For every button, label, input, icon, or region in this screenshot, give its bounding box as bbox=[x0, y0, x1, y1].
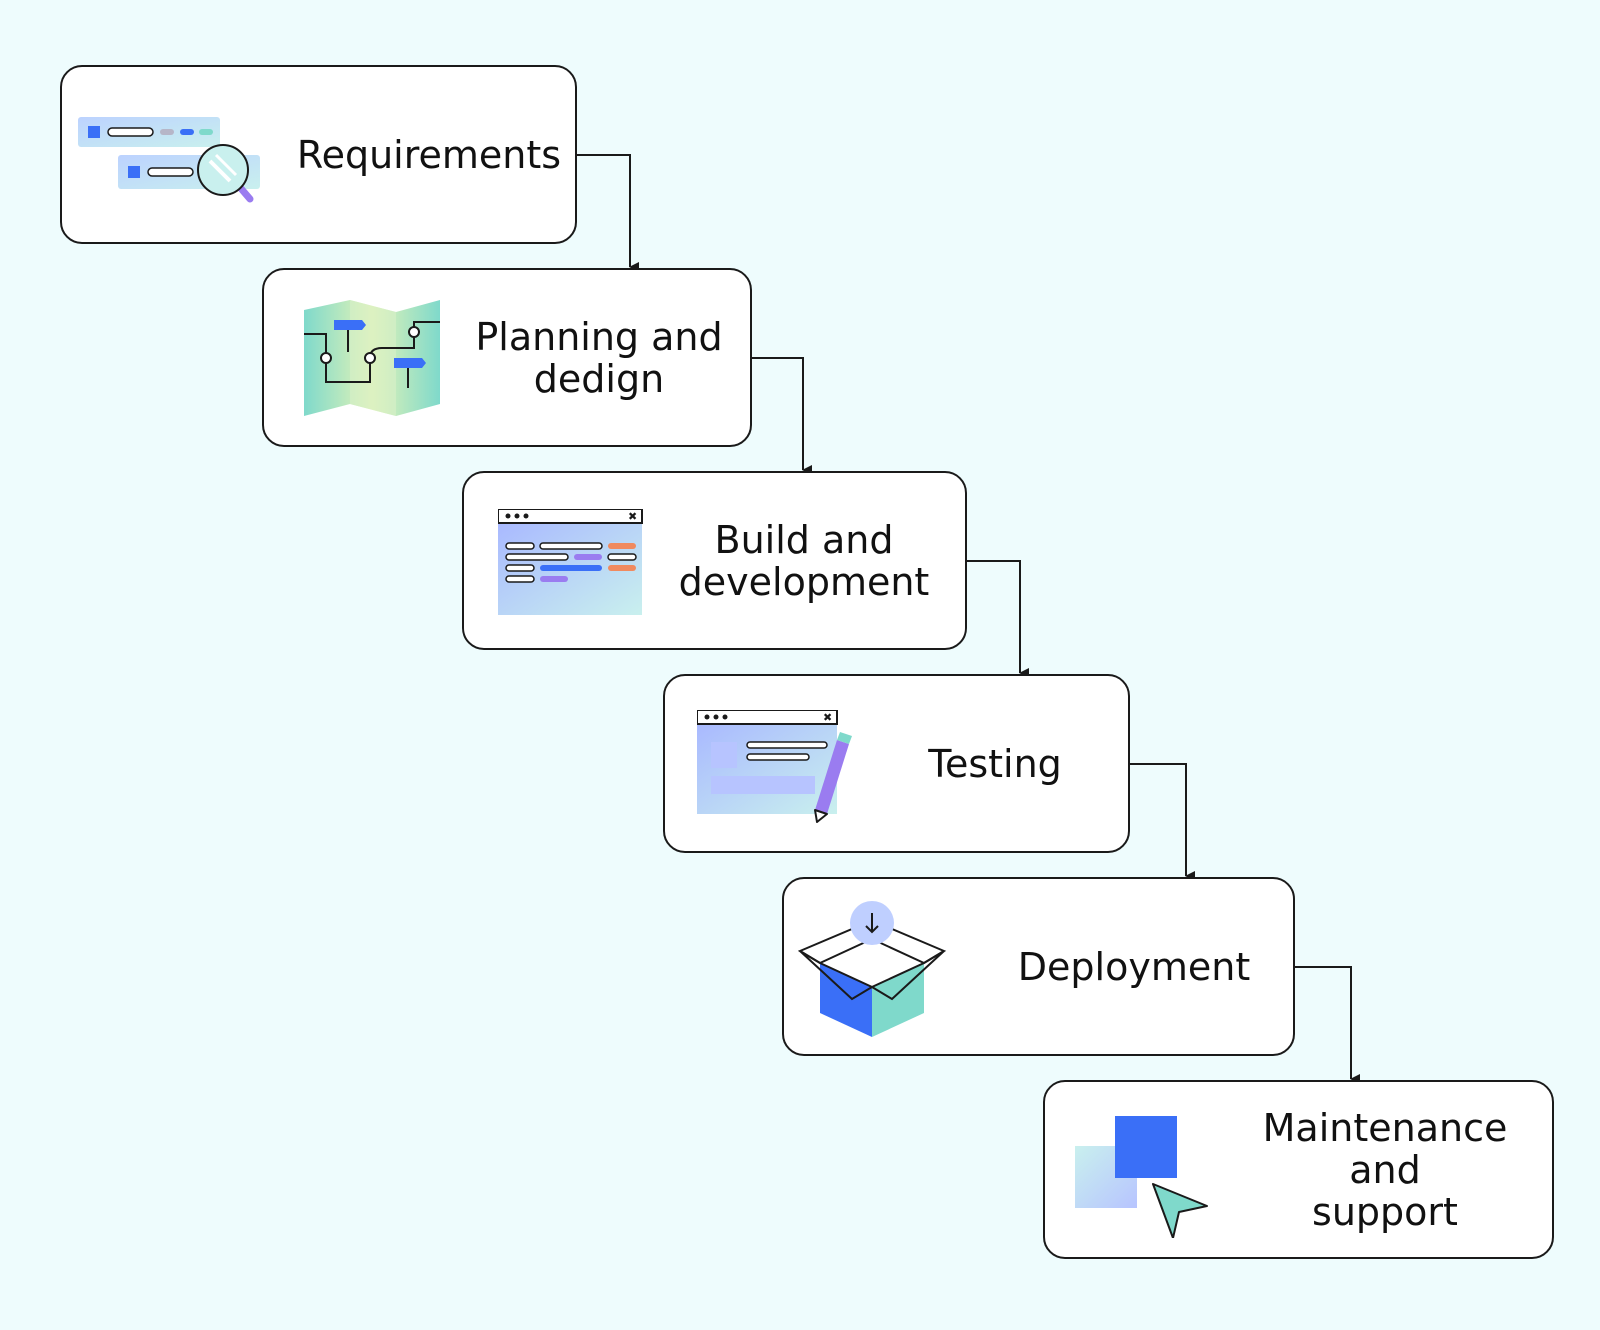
cursor-square-icon bbox=[1075, 1116, 1208, 1238]
code-window-icon: ✖ bbox=[498, 509, 643, 615]
connector-deployment-maintenance bbox=[1295, 966, 1360, 1084]
stage-requirements: Requirements bbox=[60, 65, 577, 244]
svg-text:✖: ✖ bbox=[628, 510, 637, 523]
open-box-icon bbox=[798, 901, 947, 1037]
stage-maintenance: Maintenance and support bbox=[1043, 1080, 1554, 1259]
stage-deployment: Deployment bbox=[782, 877, 1295, 1056]
connector-requirements-planning bbox=[577, 154, 639, 272]
connector-build-testing bbox=[967, 560, 1029, 678]
stage-planning: Planning and dedign bbox=[262, 268, 752, 447]
map-icon bbox=[304, 300, 440, 416]
stage-label-maintenance: Maintenance and support bbox=[1262, 1105, 1508, 1234]
stage-label-build: Build and development bbox=[678, 517, 930, 604]
stage-label-planning: Planning and dedign bbox=[475, 314, 723, 401]
search-list-icon bbox=[78, 117, 260, 203]
stage-label-deployment: Deployment bbox=[1017, 944, 1251, 989]
svg-text:✖: ✖ bbox=[823, 711, 832, 724]
stage-label-requirements: Requirements bbox=[296, 132, 562, 177]
stage-build: ✖ Build and development bbox=[462, 471, 967, 650]
stage-testing: ✖ Testing bbox=[663, 674, 1130, 853]
connector-testing-deployment bbox=[1130, 763, 1195, 881]
edit-window-icon: ✖ bbox=[697, 710, 852, 823]
connector-planning-build bbox=[752, 357, 812, 475]
stage-label-testing: Testing bbox=[928, 741, 1062, 786]
